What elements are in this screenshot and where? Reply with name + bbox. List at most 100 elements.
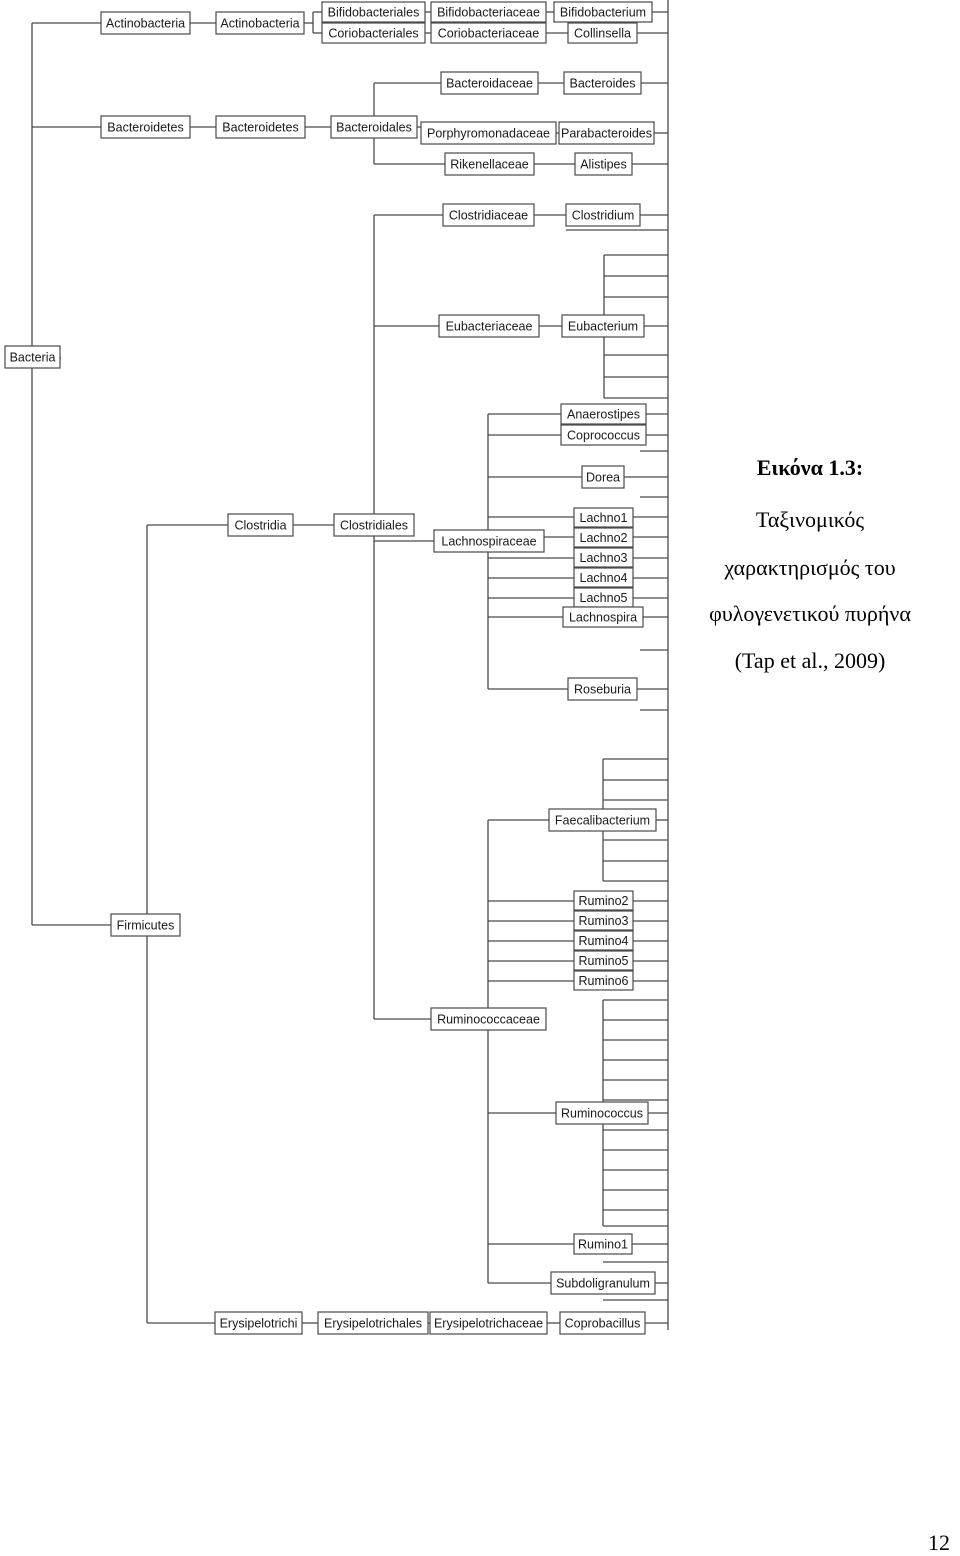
taxon-box	[440, 71, 539, 95]
taxon-box	[333, 513, 415, 537]
taxon-node: Bacteria	[4, 345, 61, 369]
taxon-node: Lachno1	[573, 507, 634, 528]
taxon-box	[555, 1101, 649, 1125]
taxon-label: Rikenellaceae	[450, 158, 529, 172]
taxon-label: Rumino3	[578, 914, 628, 928]
taxon-box	[214, 1311, 303, 1335]
taxon-node: Coriobacteriales	[321, 22, 426, 44]
taxon-label: Collinsella	[574, 27, 631, 41]
taxon-box	[573, 1233, 633, 1255]
taxon-node: Eubacteriaceae	[438, 314, 540, 338]
taxon-label: Erysipelotrichaceae	[434, 1317, 543, 1331]
taxon-label: Bacteroidetes	[107, 121, 183, 135]
taxon-node: Erysipelotrichaceae	[429, 1311, 548, 1335]
taxon-box	[573, 930, 634, 951]
taxon-label: Coprococcus	[567, 429, 640, 443]
taxon-label: Bacteroidetes	[222, 121, 298, 135]
taxon-node: Actinobacteria	[215, 11, 305, 35]
taxon-box	[574, 152, 633, 176]
taxon-label: Clostridiaceae	[449, 209, 528, 223]
taxon-node: Rumino1	[573, 1233, 633, 1255]
taxon-label: Bacteroidales	[336, 121, 412, 135]
taxon-box	[581, 465, 625, 489]
taxon-box	[567, 677, 638, 701]
taxon-box	[573, 950, 634, 971]
taxon-box	[573, 970, 634, 991]
taxon-node: Bacteroidetes	[215, 115, 306, 139]
taxon-label: Rumino5	[578, 954, 628, 968]
taxon-node: Bifidobacterium	[553, 1, 653, 23]
taxon-node: Ruminococcaceae	[430, 1007, 547, 1031]
taxon-label: Parabacteroides	[561, 127, 652, 141]
taxon-node: Collinsella	[567, 22, 638, 44]
taxon-node: Bifidobacteriaceae	[430, 1, 547, 23]
taxon-label: Actinobacteria	[220, 17, 299, 31]
taxon-label: Erysipelotrichales	[324, 1317, 422, 1331]
taxon-label: Rumino1	[578, 1238, 628, 1252]
taxon-node: Rumino6	[573, 970, 634, 991]
taxon-box	[321, 22, 426, 44]
taxon-box	[563, 71, 642, 95]
taxon-label: Bifidobacteriaceae	[437, 6, 540, 20]
taxon-box	[100, 11, 191, 35]
taxon-node: Lachno5	[573, 587, 634, 608]
taxon-label: Coriobacteriaceae	[438, 27, 539, 41]
taxon-label: Rumino4	[578, 934, 628, 948]
taxon-box	[559, 1311, 646, 1335]
taxon-node: Lachno3	[573, 547, 634, 568]
taxon-label: Coprobacillus	[565, 1317, 641, 1331]
taxon-node: Clostridia	[227, 513, 294, 537]
taxon-box	[430, 1007, 547, 1031]
taxon-node: Porphyromonadaceae	[420, 121, 557, 145]
taxon-node: Coprobacillus	[559, 1311, 646, 1335]
taxon-box	[561, 314, 645, 338]
page-number: 12	[928, 1530, 950, 1555]
taxon-box	[567, 22, 638, 44]
taxon-box	[573, 547, 634, 568]
taxon-node: Firmicutes	[110, 913, 181, 937]
taxon-box	[330, 115, 418, 139]
taxon-box	[573, 567, 634, 588]
taxon-box	[442, 203, 535, 227]
taxon-label: Roseburia	[574, 683, 631, 697]
taxon-label: Actinobacteria	[106, 17, 185, 31]
taxon-label: Clostridiales	[340, 519, 408, 533]
taxon-node: Lachno2	[573, 527, 634, 548]
taxon-box	[227, 513, 294, 537]
taxon-box	[317, 1311, 429, 1335]
taxon-label: Anaerostipes	[567, 408, 640, 422]
taxon-label: Rumino2	[578, 894, 628, 908]
taxon-label: Ruminococcaceae	[437, 1013, 540, 1027]
taxon-box	[562, 606, 644, 628]
taxon-box	[4, 345, 61, 369]
taxon-box	[573, 890, 634, 911]
taxon-label: Ruminococcus	[561, 1107, 643, 1121]
taxon-box	[560, 424, 647, 446]
taxon-node: Rumino3	[573, 910, 634, 931]
taxon-box	[321, 1, 426, 23]
taxon-node: Lachnospira	[562, 606, 644, 628]
taxon-node: Parabacteroides	[558, 121, 655, 145]
taxon-node: Rumino4	[573, 930, 634, 951]
taxon-node: Rumino2	[573, 890, 634, 911]
taxon-label: Lachno3	[580, 551, 628, 565]
taxon-node: Clostridiaceae	[442, 203, 535, 227]
taxon-label: Dorea	[586, 471, 620, 485]
taxon-label: Faecalibacterium	[555, 814, 650, 828]
taxon-node: Coprococcus	[560, 424, 647, 446]
tree-nodes: Bacteria ActinobacteriaBacteroidetesFirmi…	[4, 1, 657, 1335]
taxon-node: Lachno4	[573, 567, 634, 588]
taxon-box	[560, 403, 647, 425]
taxon-label: Firmicutes	[117, 919, 175, 933]
taxon-box	[573, 527, 634, 548]
taxon-label: Bacteroidaceae	[446, 77, 533, 91]
taxon-label: Bacteria	[10, 351, 56, 365]
taxon-label: Lachnospiraceae	[441, 535, 536, 549]
taxon-label: Lachno1	[580, 511, 628, 525]
taxon-node: Actinobacteria	[100, 11, 191, 35]
taxon-node: Rikenellaceae	[444, 152, 535, 176]
taxon-node: Ruminococcus	[555, 1101, 649, 1125]
taxon-node: Dorea	[581, 465, 625, 489]
taxon-node: Rumino5	[573, 950, 634, 971]
